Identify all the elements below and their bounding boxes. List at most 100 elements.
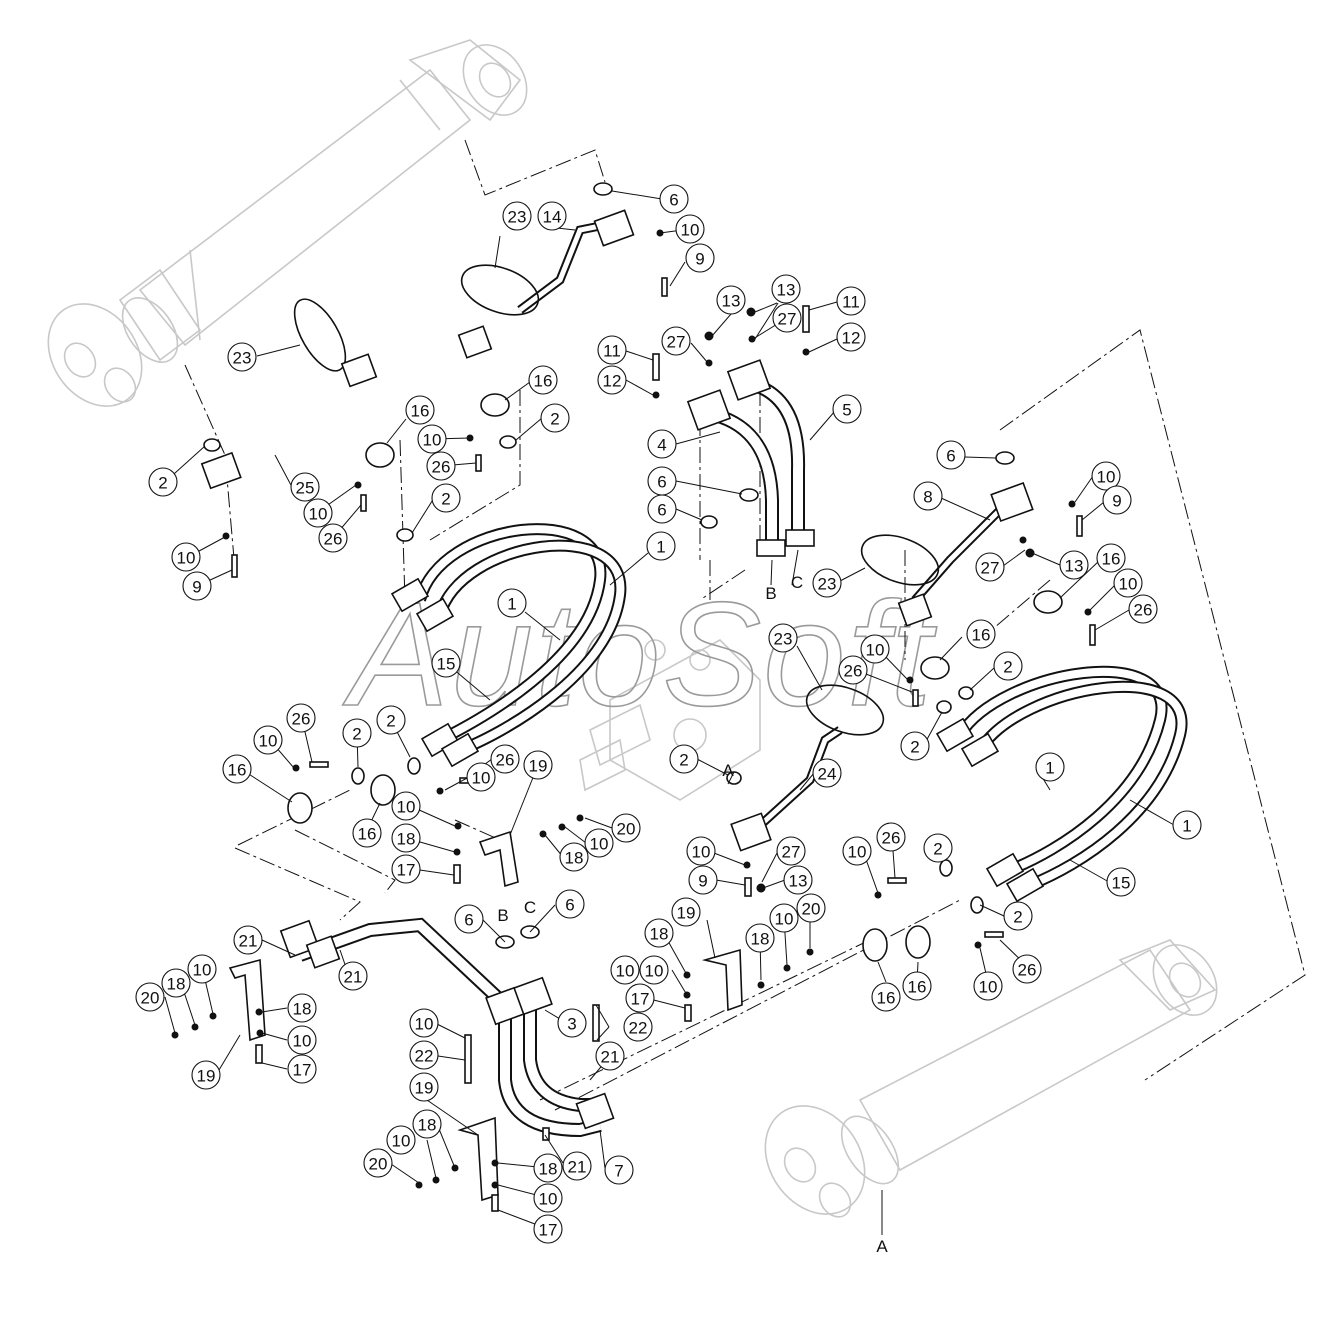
callout-circle xyxy=(623,1012,653,1042)
callout-circle xyxy=(303,498,333,528)
callout-number: 10 xyxy=(848,843,867,862)
callout-circle xyxy=(836,322,866,352)
callout-balloon-b2b: 2 xyxy=(148,467,178,497)
callout-number: 23 xyxy=(233,349,252,368)
callout-balloon-b19c: 19 xyxy=(671,897,701,927)
callout-number: 9 xyxy=(1112,492,1121,511)
callout-balloon-b1c: 1 xyxy=(1035,752,1065,782)
callout-circle xyxy=(1059,550,1089,580)
callout-circle xyxy=(533,1214,563,1244)
callout-number: 2 xyxy=(550,410,559,429)
callout-circle xyxy=(812,758,842,788)
callout-circle xyxy=(363,1148,393,1178)
callout-number: 2 xyxy=(1003,658,1012,677)
callout-circle xyxy=(191,1060,221,1090)
callout-number: 14 xyxy=(543,208,562,227)
callout-balloon-b26c: 26 xyxy=(1128,594,1158,624)
callout-circle xyxy=(287,993,317,1023)
callout-balloon-b24: 24 xyxy=(812,758,842,788)
callout-balloon-b11b: 11 xyxy=(597,335,627,365)
callout-number: 2 xyxy=(910,738,919,757)
callout-balloon-b10j: 10 xyxy=(391,791,421,821)
callout-circle xyxy=(973,971,1003,1001)
callout-balloon-b26e: 26 xyxy=(286,703,316,733)
callout-circle xyxy=(1035,752,1065,782)
callout-number: 2 xyxy=(1013,908,1022,927)
hose-loop-left xyxy=(390,523,627,768)
callout-balloon-b10i: 10 xyxy=(466,762,496,792)
callout-number: 7 xyxy=(614,1162,623,1181)
callout-number: 6 xyxy=(464,911,473,930)
callout-circle xyxy=(528,365,558,395)
callout-circle xyxy=(611,813,641,843)
callout-circle xyxy=(1012,954,1042,984)
callout-circle xyxy=(405,395,435,425)
callout-balloon-b6b: 6 xyxy=(647,466,677,496)
callout-balloon-b17d: 17 xyxy=(533,1214,563,1244)
callout-number: 19 xyxy=(415,1079,434,1098)
callout-number: 19 xyxy=(529,757,548,776)
callout-circle xyxy=(597,335,627,365)
callout-circle xyxy=(769,903,799,933)
callout-number: 18 xyxy=(751,930,770,949)
callout-number: 22 xyxy=(415,1047,434,1066)
callout-number: 2 xyxy=(441,490,450,509)
callout-number: 5 xyxy=(842,401,851,420)
callout-balloon-b16d: 16 xyxy=(966,619,996,649)
callout-number: 10 xyxy=(539,1190,558,1209)
connection-letter-lB2: B xyxy=(497,906,508,925)
callout-balloon-b10v: 10 xyxy=(533,1183,563,1213)
callout-number: 10 xyxy=(590,835,609,854)
callout-circle xyxy=(559,842,589,872)
callout-circle xyxy=(409,1008,439,1038)
callout-number: 17 xyxy=(397,861,416,880)
callout-number: 16 xyxy=(1102,550,1121,569)
callout-circle xyxy=(537,201,567,231)
callout-circle xyxy=(376,705,406,735)
callout-balloon-b27d: 27 xyxy=(776,836,806,866)
callout-number: 1 xyxy=(1182,817,1191,836)
callout-balloon-b7: 7 xyxy=(604,1155,634,1185)
callout-balloon-b10t: 10 xyxy=(973,971,1003,1001)
callout-balloon-b10f: 10 xyxy=(1113,568,1143,598)
callout-circle xyxy=(426,451,456,481)
callout-number: 26 xyxy=(292,710,311,729)
callout-number: 21 xyxy=(344,968,363,987)
callout-number: 15 xyxy=(1112,874,1131,893)
callout-circle xyxy=(562,1151,592,1181)
callout-number: 9 xyxy=(695,250,704,269)
callout-balloon-b21c: 21 xyxy=(595,1041,625,1071)
callout-circle xyxy=(776,836,806,866)
callout-circle xyxy=(913,481,943,511)
callout-circle xyxy=(233,925,263,955)
callout-number: 13 xyxy=(789,872,808,891)
callout-balloon-b10u: 10 xyxy=(386,1125,416,1155)
callout-circle xyxy=(832,394,862,424)
callout-circle xyxy=(135,982,165,1012)
callout-balloon-b3: 3 xyxy=(557,1008,587,1038)
callout-circle xyxy=(902,971,932,1001)
callout-circle xyxy=(783,865,813,895)
callout-circle xyxy=(253,725,283,755)
callout-balloon-b25: 25 xyxy=(290,472,320,502)
connection-letter-lC1: C xyxy=(791,573,803,592)
callout-circle xyxy=(1172,810,1202,840)
callout-circle xyxy=(671,897,701,927)
callout-circle xyxy=(1128,594,1158,624)
callout-number: 10 xyxy=(1097,468,1116,487)
callout-circle xyxy=(923,833,953,863)
callout-number: 2 xyxy=(386,712,395,731)
callout-balloon-b23d: 23 xyxy=(768,623,798,653)
callout-circle xyxy=(610,955,640,985)
callout-balloon-b10b: 10 xyxy=(417,424,447,454)
callout-circle xyxy=(688,865,718,895)
callout-balloon-b18d: 18 xyxy=(287,993,317,1023)
callout-balloon-b1a: 1 xyxy=(646,531,676,561)
callout-balloon-b10p: 10 xyxy=(639,955,669,985)
callout-circle xyxy=(675,214,705,244)
callout-balloon-b10g: 10 xyxy=(860,634,890,664)
callout-number: 2 xyxy=(158,474,167,493)
callout-number: 1 xyxy=(656,538,665,557)
